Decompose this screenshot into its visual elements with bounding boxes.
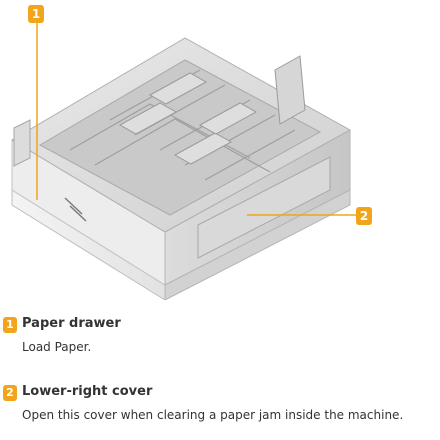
lower-right-cover <box>197 156 331 259</box>
printer-paper-drawer-illustration: 1 2 <box>11 5 372 300</box>
left-latch <box>13 119 31 167</box>
legend-desc-paper-drawer: Load Paper. <box>22 340 92 354</box>
callout-2-badge: 2 <box>356 207 372 225</box>
tray-guide-plates <box>118 72 258 165</box>
unit-right-lower <box>164 189 351 300</box>
legend-badge-1: 1 <box>3 317 17 333</box>
callout-1-badge: 1 <box>28 5 44 23</box>
paper-stopper <box>274 55 306 125</box>
legend-title-paper-drawer: Paper drawer <box>22 316 121 331</box>
legend-desc-lower-right-cover: Open this cover when clearing a paper ja… <box>22 408 404 422</box>
drawer-tray-floor <box>38 59 322 216</box>
legend-badge-2: 2 <box>3 385 17 401</box>
drawer-handle-grooves <box>64 197 87 222</box>
legend-title-lower-right-cover: Lower-right cover <box>22 384 153 399</box>
printer-drawing <box>11 23 356 300</box>
